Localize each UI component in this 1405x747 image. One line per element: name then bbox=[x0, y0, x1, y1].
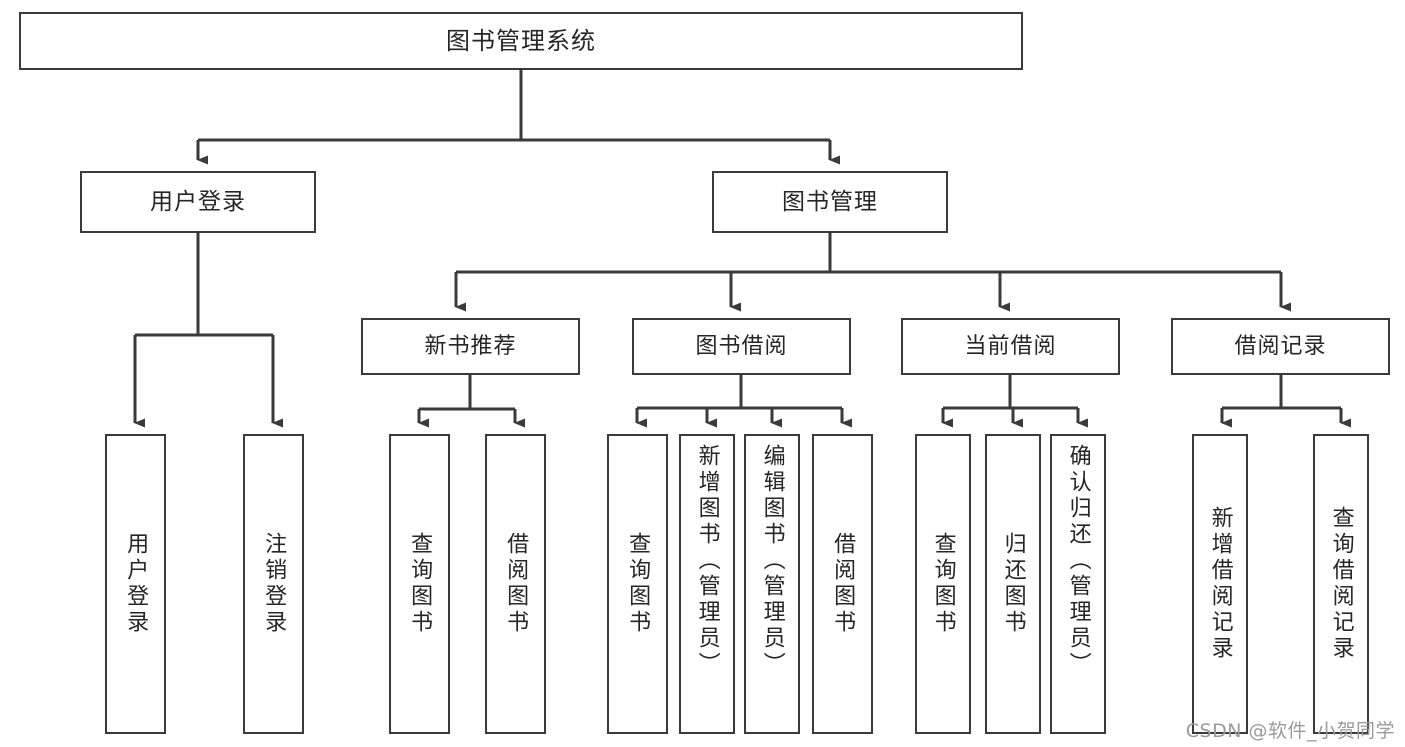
node-borrow-record[interactable]: 借阅记录 bbox=[1171, 318, 1390, 375]
leaf-borrow-book-recommend[interactable]: 借阅图书 bbox=[485, 434, 546, 734]
leaf-search-book-borrow[interactable]: 查询图书 bbox=[607, 434, 668, 734]
leaf-add-book-label: 新增图书（管理员） bbox=[694, 444, 720, 678]
leaf-borrow-book-label: 借阅图书 bbox=[830, 532, 856, 636]
node-root[interactable]: 图书管理系统 bbox=[19, 12, 1023, 70]
leaf-search-book-current-label: 查询图书 bbox=[930, 532, 956, 636]
leaf-borrow-book-recommend-label: 借阅图书 bbox=[503, 532, 529, 636]
leaf-edit-book-label: 编辑图书（管理员） bbox=[759, 444, 785, 678]
watermark-text: CSDN @软件_小贺同学 bbox=[1185, 720, 1395, 742]
node-current-borrow[interactable]: 当前借阅 bbox=[901, 318, 1120, 375]
node-borrow-record-label: 借阅记录 bbox=[1234, 333, 1327, 359]
leaf-user-logout-label: 注销登录 bbox=[261, 532, 287, 636]
node-new-book-recommend[interactable]: 新书推荐 bbox=[361, 318, 580, 375]
leaf-edit-book[interactable]: 编辑图书（管理员） bbox=[744, 434, 800, 734]
leaf-borrow-book[interactable]: 借阅图书 bbox=[812, 434, 873, 734]
node-book-management-label: 图书管理 bbox=[782, 188, 878, 215]
leaf-search-book-borrow-label: 查询图书 bbox=[625, 532, 651, 636]
node-book-borrow[interactable]: 图书借阅 bbox=[632, 318, 851, 375]
node-new-book-recommend-label: 新书推荐 bbox=[424, 333, 517, 359]
node-current-borrow-label: 当前借阅 bbox=[964, 333, 1057, 359]
leaf-user-logout[interactable]: 注销登录 bbox=[243, 434, 304, 734]
node-book-borrow-label: 图书借阅 bbox=[695, 333, 788, 359]
node-book-management[interactable]: 图书管理 bbox=[712, 171, 948, 233]
leaf-return-book[interactable]: 归还图书 bbox=[985, 434, 1041, 734]
leaf-confirm-return[interactable]: 确认归还（管理员） bbox=[1050, 434, 1106, 734]
leaf-confirm-return-label: 确认归还（管理员） bbox=[1065, 444, 1091, 678]
leaf-add-book[interactable]: 新增图书（管理员） bbox=[679, 434, 735, 734]
node-user-login[interactable]: 用户登录 bbox=[80, 171, 316, 233]
leaf-user-login[interactable]: 用户登录 bbox=[105, 434, 166, 734]
leaf-search-book-recommend[interactable]: 查询图书 bbox=[389, 434, 450, 734]
leaf-add-borrow-record[interactable]: 新增借阅记录 bbox=[1192, 434, 1248, 734]
leaf-return-book-label: 归还图书 bbox=[1000, 532, 1026, 636]
node-root-label: 图书管理系统 bbox=[446, 27, 596, 55]
leaf-search-book-current[interactable]: 查询图书 bbox=[915, 434, 971, 734]
leaf-search-borrow-record[interactable]: 查询借阅记录 bbox=[1313, 434, 1369, 734]
leaf-add-borrow-record-label: 新增借阅记录 bbox=[1207, 506, 1233, 662]
node-user-login-label: 用户登录 bbox=[150, 188, 246, 215]
leaf-search-book-recommend-label: 查询图书 bbox=[407, 532, 433, 636]
leaf-user-login-label: 用户登录 bbox=[123, 532, 149, 636]
leaf-search-borrow-record-label: 查询借阅记录 bbox=[1328, 506, 1354, 662]
